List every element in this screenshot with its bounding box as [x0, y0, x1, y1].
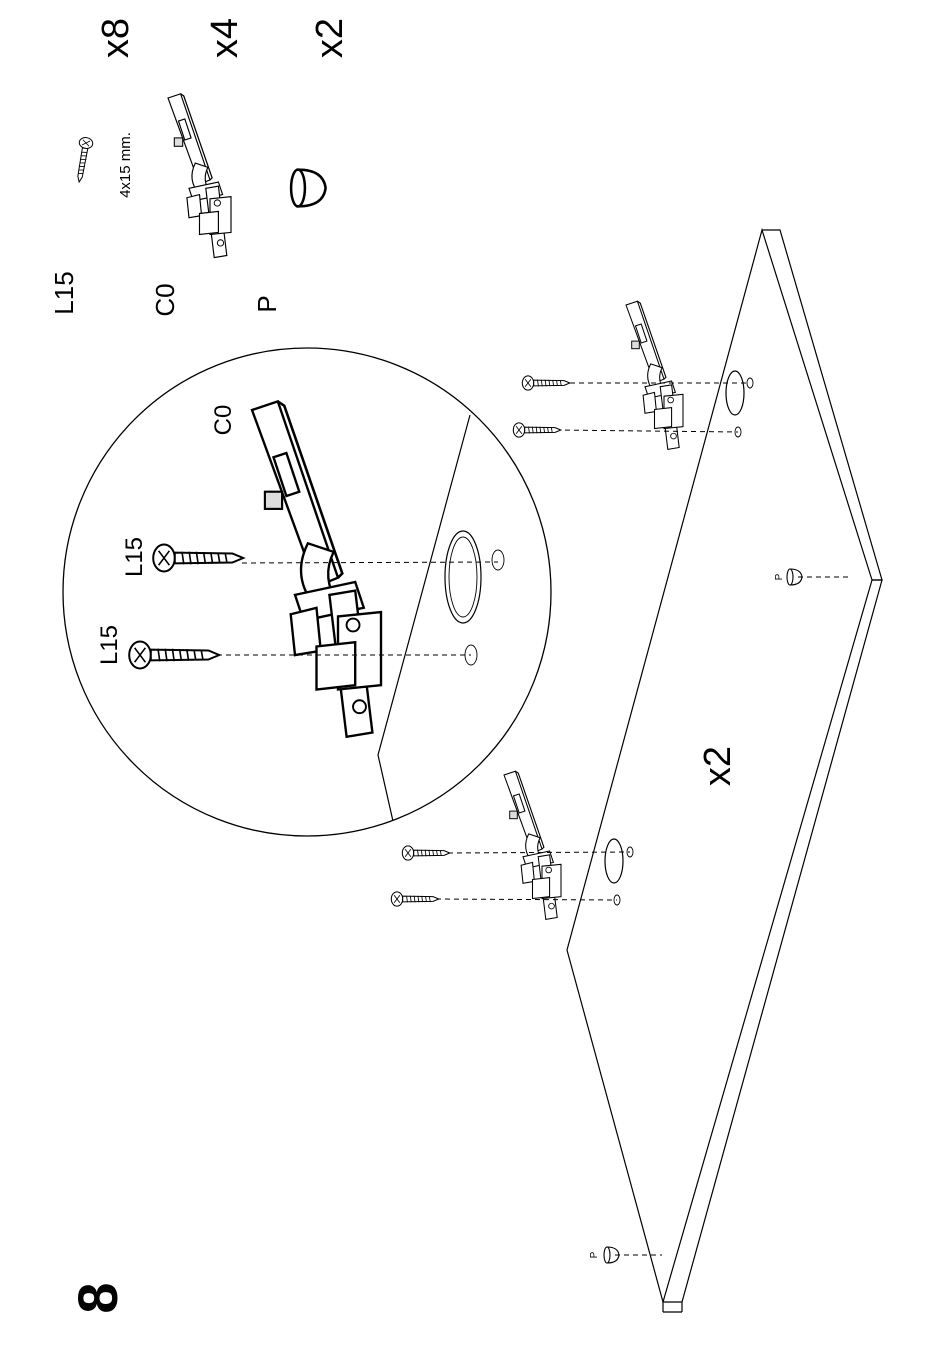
part-spec-l15: 4x15 mm.: [117, 132, 134, 198]
part-code-l15: L15: [49, 271, 79, 314]
hinge-lower: [504, 771, 561, 919]
hinge-upper: [626, 301, 683, 449]
part-qty-c0: x4: [204, 18, 246, 58]
pad-label-bottom: P: [589, 1251, 600, 1258]
callout-hinge-label: C0: [210, 405, 237, 436]
screw-upper-1: [522, 376, 570, 390]
screw-upper-2: [513, 423, 561, 437]
detail-callout: C0 L15 L15: [63, 348, 551, 836]
part-qty-p: x2: [309, 18, 351, 58]
step-number: 8: [66, 1282, 129, 1313]
cup-hole-upper: [726, 371, 744, 415]
part-qty-l15: x8: [95, 18, 137, 58]
callout-screw-label-1: L15: [121, 537, 148, 577]
screw-lower-2: [391, 892, 439, 906]
hinge-icon: [168, 94, 231, 258]
screw-icon: [72, 137, 93, 184]
part-code-c0: C0: [150, 283, 180, 316]
bumper-pad-icon: [291, 170, 326, 207]
panel-quantity: x2: [697, 746, 739, 786]
pad-label-top: P: [774, 573, 785, 580]
screw-lower-1: [402, 846, 450, 860]
callout-screw-label-2: L15: [96, 625, 123, 665]
cup-hole-lower: [605, 839, 623, 883]
part-code-p: P: [252, 295, 282, 312]
parts-list: x8 x4 x2 L15 C0 P 4x15 mm.: [49, 18, 351, 317]
